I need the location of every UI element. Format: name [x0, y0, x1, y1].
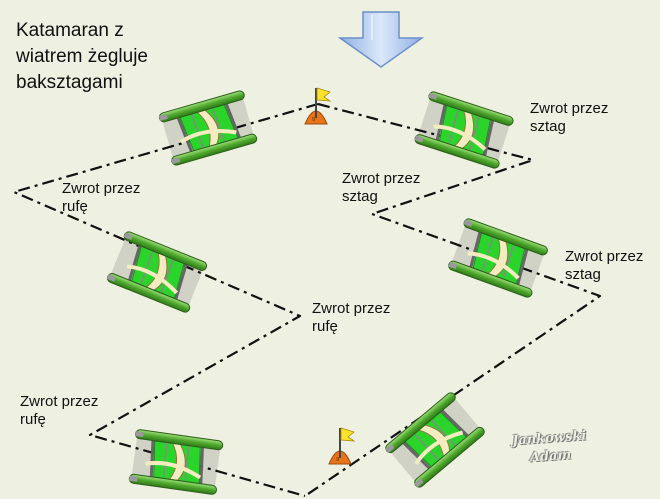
catamaran-icon: [104, 228, 210, 316]
author-signature: Jankowski Adam: [511, 428, 587, 466]
buoy-icon: [328, 427, 355, 465]
tack-label: Zwrot przez sztag: [342, 170, 421, 205]
catamaran-icon: [445, 215, 551, 301]
gybe-label: Zwrot przez rufę: [312, 300, 391, 335]
tack-label: Zwrot przez sztag: [530, 100, 609, 135]
catamaran-icon: [381, 389, 489, 491]
catamaran-icon: [411, 88, 517, 172]
gybe-label: Zwrot przez rufę: [20, 393, 99, 428]
diagram-title: Katamaran z wiatrem żegluje baksztagami: [16, 20, 148, 93]
catamaran-icon: [156, 87, 260, 169]
gybe-label: Zwrot przez rufę: [62, 180, 141, 215]
catamaran-icon: [126, 427, 226, 497]
wind-arrow-icon: [337, 11, 425, 68]
tack-label: Zwrot przez sztag: [565, 248, 644, 283]
